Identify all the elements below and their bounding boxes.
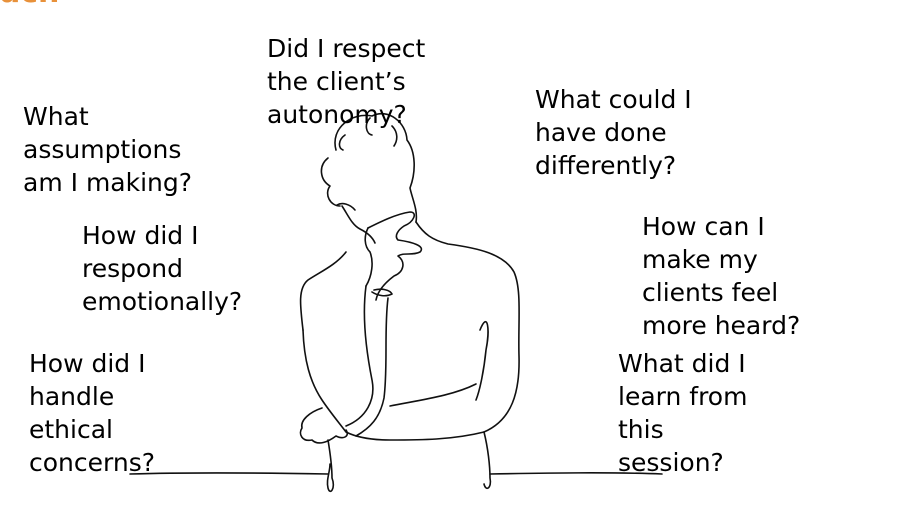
question-line: make my	[642, 245, 758, 274]
question-autonomy: Did I respect the client’s autonomy?	[267, 32, 425, 131]
question-line: How can I	[642, 212, 765, 241]
question-assumptions: What assumptions am I making?	[23, 100, 192, 199]
question-line: What could I	[535, 85, 692, 114]
question-line: learn from	[618, 382, 748, 411]
question-line: assumptions	[23, 135, 182, 164]
question-emotion: How did I respond emotionally?	[82, 219, 242, 318]
face-outline	[341, 205, 376, 244]
hand-fingers	[367, 211, 423, 301]
desk-line-left	[129, 472, 329, 475]
question-line: ethical	[29, 415, 113, 444]
knuckle	[371, 288, 393, 297]
forearm-inner	[355, 297, 389, 437]
hair-curls	[320, 117, 398, 207]
hand-bottom	[299, 407, 349, 444]
body-crease	[475, 321, 489, 401]
question-line: more heard?	[642, 311, 801, 340]
question-line: concerns?	[29, 448, 155, 477]
torso-left	[326, 439, 335, 493]
eye	[336, 202, 356, 211]
question-line: Did I respect	[267, 34, 426, 63]
question-line: differently?	[535, 151, 677, 180]
question-line: this	[618, 415, 664, 444]
question-learn: What did I learn from this session?	[618, 347, 747, 479]
header-title-fragment: ach	[0, 0, 59, 8]
question-line: clients feel	[642, 278, 779, 307]
question-line: respond	[82, 254, 184, 283]
question-line: What	[23, 102, 89, 131]
hair-outline	[334, 113, 418, 223]
question-line: handle	[29, 382, 115, 411]
question-line: the client’s	[267, 67, 406, 96]
question-line: autonomy?	[267, 100, 407, 129]
question-line: have done	[535, 118, 667, 147]
question-line: emotionally?	[82, 287, 243, 316]
question-line: am I making?	[23, 168, 193, 197]
desk-line-right	[489, 472, 663, 475]
torso-right	[483, 431, 492, 490]
question-heard: How can I make my clients feel more hear…	[642, 210, 800, 342]
lower-arm	[302, 329, 485, 441]
question-line: What did I	[618, 349, 746, 378]
neck-left	[299, 251, 347, 331]
question-differently: What could I have done differently?	[535, 83, 692, 182]
thumb	[364, 227, 373, 287]
question-line: How did I	[29, 349, 146, 378]
question-line: session?	[618, 448, 724, 477]
question-ethical: How did I handle ethical concerns?	[29, 347, 155, 479]
forearm-outer	[345, 285, 374, 427]
neck-right	[415, 221, 520, 433]
lower-arm-top	[389, 383, 477, 407]
question-line: How did I	[82, 221, 199, 250]
